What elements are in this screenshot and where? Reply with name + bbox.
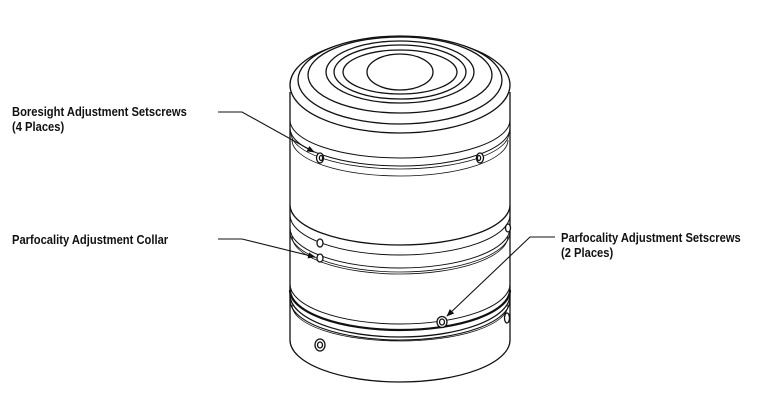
boresight-callout-line1: Boresight Adjustment Setscrews xyxy=(12,104,187,119)
boresight-callout-line2: (4 Places) xyxy=(12,119,65,134)
main-body xyxy=(289,92,511,246)
boresight-leader xyxy=(218,111,315,153)
base-holes xyxy=(314,312,511,352)
parfocality-setscrews-callout-line1: Parfocality Adjustment Setscrews xyxy=(561,230,741,245)
collar-callout-line1: Parfocality Adjustment Collar xyxy=(12,232,169,247)
boresight-callout: Boresight Adjustment Setscrews (4 Places… xyxy=(12,104,187,134)
parfocality-setscrews-leader xyxy=(446,236,555,317)
collar-callout: Parfocality Adjustment Collar xyxy=(12,232,168,247)
collar-leader xyxy=(218,238,316,259)
top-cap xyxy=(289,35,511,134)
collar-holes xyxy=(316,223,512,263)
boresight-setscrew-holes xyxy=(315,152,485,164)
parfocality-setscrews-callout: Parfocality Adjustment Setscrews (2 Plac… xyxy=(561,230,741,260)
parfocality-setscrew-hole xyxy=(436,315,448,329)
parfocality-setscrews-callout-line2: (2 Places) xyxy=(561,245,614,260)
